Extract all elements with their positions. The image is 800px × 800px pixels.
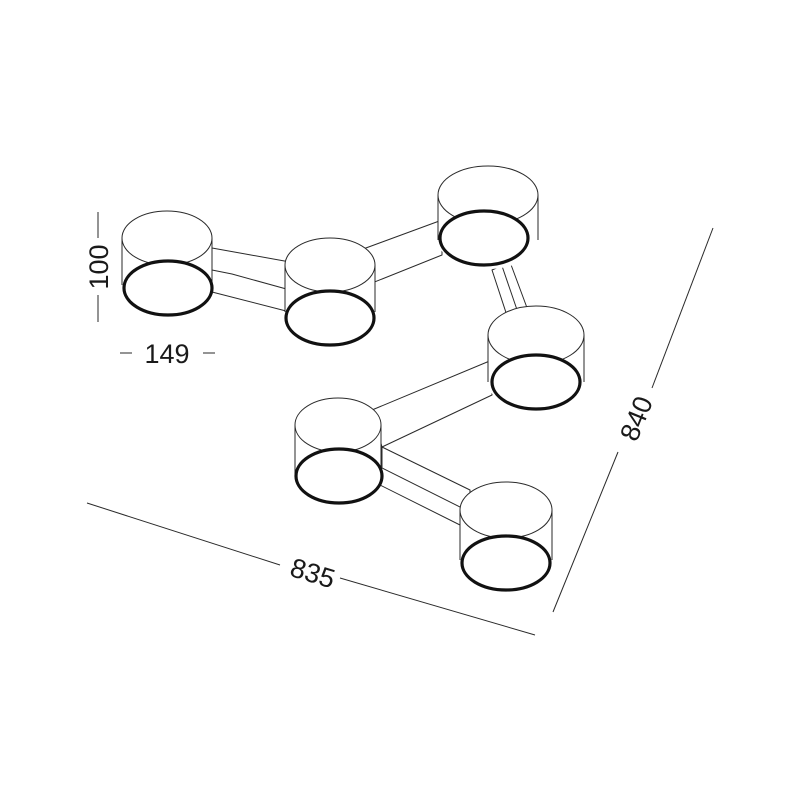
dimension-diameter: 149 xyxy=(120,339,215,369)
connector-arm-4-5 xyxy=(371,359,493,448)
lamp-head-1 xyxy=(121,210,214,317)
dimension-depth-label: 840 xyxy=(614,392,659,445)
lamp-head-3 xyxy=(437,165,539,269)
lamp-head-6 xyxy=(459,481,553,592)
dimension-width-label: 835 xyxy=(287,552,339,594)
lamp-head-2 xyxy=(284,237,376,347)
lamp-head-5 xyxy=(294,397,384,505)
connector-arm-5-6 xyxy=(379,446,471,531)
lamp-head-4 xyxy=(487,305,585,411)
dimension-height-label: 100 xyxy=(84,244,114,289)
dimension-height: 100 xyxy=(84,212,114,322)
connector-arm-1-2 xyxy=(211,247,291,313)
dimension-depth: 840 xyxy=(552,227,714,613)
dimension-diameter-label: 149 xyxy=(144,339,189,369)
